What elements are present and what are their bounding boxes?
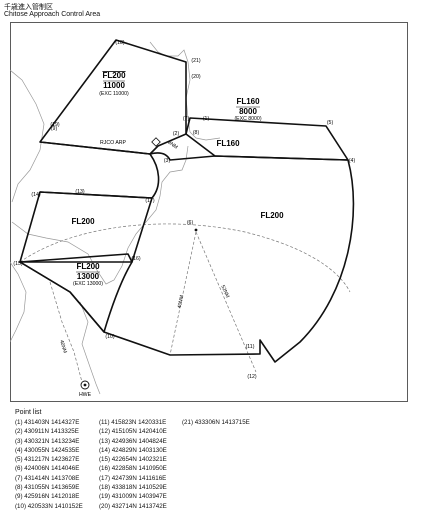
point-label-16: (16)	[131, 256, 140, 262]
point-label-9: (9)	[51, 126, 58, 132]
list-item: (6) 424006N 1414046E	[15, 465, 80, 473]
list-item: (11) 415823N 1420331E	[99, 419, 167, 426]
point-label-21: (21)	[191, 58, 200, 64]
list-item: (15) 422654N 1402321E	[99, 456, 167, 464]
list-item: (17) 424739N 1411616E	[99, 474, 167, 482]
list-item: (8) 431055N 1413659E	[15, 484, 80, 492]
point-labels: (1) (2) (3) (4) (5) (6) (7) (8) (9) (10)…	[13, 40, 355, 380]
nav-aid-center	[83, 383, 87, 387]
point-list-column-2: (11) 415823N 1420331E (12) 415105N 14204…	[99, 418, 167, 511]
sector-1-lower: 11000	[103, 81, 125, 90]
list-item: (2) 430911N 1413325E	[15, 428, 79, 436]
list-item: (10) 420533N 1410152E	[15, 502, 83, 510]
list-item: (14) 424829N 1403130E	[99, 446, 167, 454]
point-6-marker	[194, 228, 198, 232]
sector-3-name: FL160	[216, 139, 240, 148]
airspace-map: FL200 11000 (EXC 11000) FL160 8000 (EXC …	[10, 22, 408, 402]
point-list-column-1: (1) 431403N 1414327E (2) 430911N 1413325…	[15, 418, 83, 511]
point-list-title: Point list	[15, 409, 42, 416]
list-item: (1) 431403N 1414327E	[15, 419, 80, 426]
point-list-column-3: (21) 433306N 1413715E	[182, 418, 250, 427]
point-label-6: (6)	[187, 220, 194, 226]
list-item: (20) 432714N 1413742E	[99, 502, 167, 510]
sector-5-name: FL200	[71, 217, 95, 226]
point-label-20: (20)	[191, 74, 200, 80]
arc-40nm	[19, 223, 351, 293]
point-label-10: (10)	[105, 334, 114, 340]
point-label-2: (2)	[173, 131, 180, 137]
distance-labels: 8NM 40NM 52NM 40NM	[58, 140, 230, 354]
distance-40nm-a: 40NM	[177, 295, 186, 309]
list-item: (5) 431217N 1423627E	[15, 456, 80, 464]
sector-2-name: FL160	[236, 97, 260, 106]
sector-boundaries	[19, 39, 355, 363]
point-label-19: (19)	[50, 122, 59, 128]
point-label-4: (4)	[349, 158, 356, 164]
point-label-15: (15)	[13, 261, 22, 267]
airport-arc	[149, 153, 160, 199]
point-label-14: (14)	[31, 192, 40, 198]
distance-52nm: 52NM	[219, 284, 230, 299]
sector-1-name: FL200	[102, 71, 126, 80]
point-label-11: (11)	[246, 344, 255, 350]
radial-to-12	[195, 231, 257, 373]
distance-8nm: 8NM	[167, 140, 179, 151]
sector-1-note: (EXC 11000)	[99, 91, 129, 97]
list-item: (7) 431414N 1413708E	[15, 474, 80, 482]
sector-north-fl200	[39, 39, 187, 155]
list-item: (4) 430055N 1424535E	[15, 446, 80, 454]
sector-fl200-west	[19, 191, 153, 263]
point-label-1: (1)	[203, 116, 210, 122]
point-label-12: (12)	[247, 374, 256, 380]
airport-icon	[151, 137, 161, 147]
sector-6-note: (EXC 13000)	[73, 281, 103, 287]
point-label-5: (5)	[327, 120, 334, 126]
coastline	[10, 41, 221, 395]
sector-6-lower: 13000	[77, 272, 100, 281]
point-label-3: (3)	[164, 158, 171, 164]
point-label-18: (18)	[115, 40, 124, 46]
boundary-30-142	[39, 191, 153, 199]
route-to-hwe	[49, 281, 83, 383]
reference-lines	[19, 223, 351, 383]
point-label-13: (13)	[75, 189, 84, 195]
distance-40nm-b: 40NM	[58, 339, 68, 354]
list-item: (21) 433306N 1413715E	[182, 419, 250, 426]
facilities: RJCO ARP HWE	[79, 137, 198, 398]
list-item: (19) 431009N 1403947E	[99, 493, 167, 501]
list-item: (3) 430321N 1413234E	[15, 437, 80, 445]
sector-2-note: (EXC 8000)	[234, 116, 261, 122]
sector-4-name: FL200	[260, 211, 284, 220]
radial-to-10	[169, 231, 197, 356]
point-label-7: (7)	[183, 116, 190, 122]
list-item: (12) 415105N 1420410E	[99, 428, 167, 436]
list-item: (18) 433818N 1410529E	[99, 484, 167, 492]
sector-2-lower: 8000	[239, 107, 257, 116]
map-border	[10, 22, 408, 402]
sector-labels: FL200 11000 (EXC 11000) FL160 8000 (EXC …	[71, 71, 284, 287]
list-item: (16) 422858N 1410950E	[99, 465, 167, 473]
sector-east-fl160-upper	[185, 117, 349, 161]
sector-fl200-13000	[19, 253, 133, 333]
list-item: (9) 425916N 1412018E	[15, 493, 80, 501]
point-label-17: (17)	[145, 198, 154, 204]
list-item: (13) 424936N 1404824E	[99, 437, 167, 445]
sector-6-name: FL200	[76, 262, 100, 271]
chart-title-english: Chitose Approach Control Area	[4, 11, 101, 18]
arp-label: RJCO ARP	[100, 140, 126, 146]
chart-title-japanese: 千歳進入管制区	[4, 4, 53, 11]
point-label-8: (8)	[193, 130, 200, 136]
sector-outer-boundary	[19, 141, 355, 363]
nav-aid-label: HWE	[79, 392, 92, 398]
